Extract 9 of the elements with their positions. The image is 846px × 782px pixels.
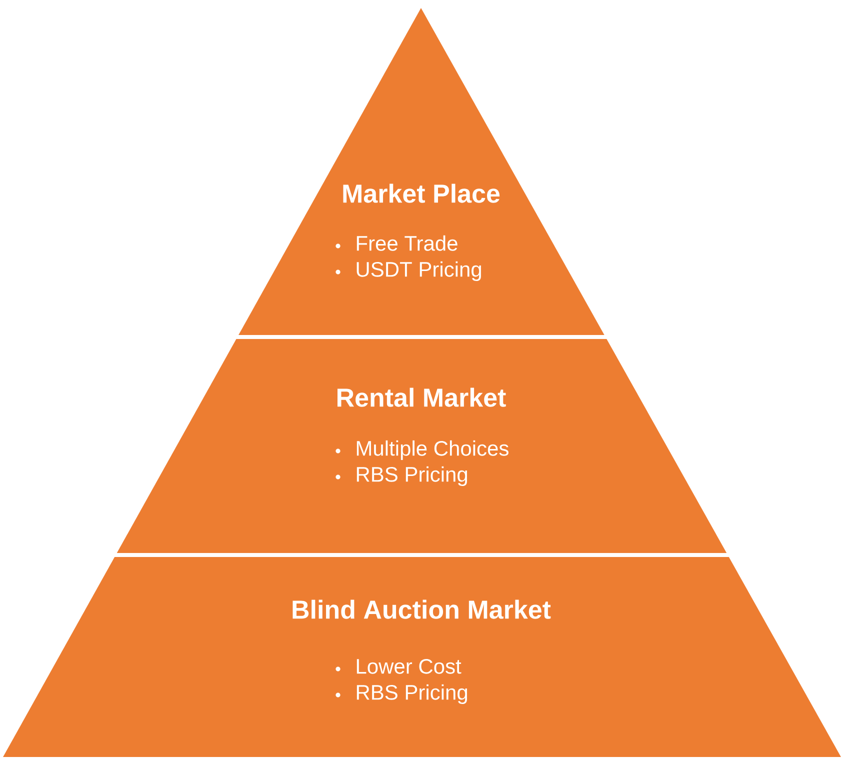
list-item: Free Trade xyxy=(356,235,458,251)
list-item: RBS Pricing xyxy=(356,466,468,486)
tier-title: Blind Auction Market xyxy=(292,600,551,619)
list-item: USDT Pricing xyxy=(356,261,481,281)
list-item: RBS Pricing xyxy=(356,684,468,704)
list-item: Multiple Choices xyxy=(356,440,508,460)
list-item: Lower Cost xyxy=(356,658,462,674)
tier-title: Market Place xyxy=(343,184,500,203)
tier-title: Rental Market xyxy=(338,388,506,407)
